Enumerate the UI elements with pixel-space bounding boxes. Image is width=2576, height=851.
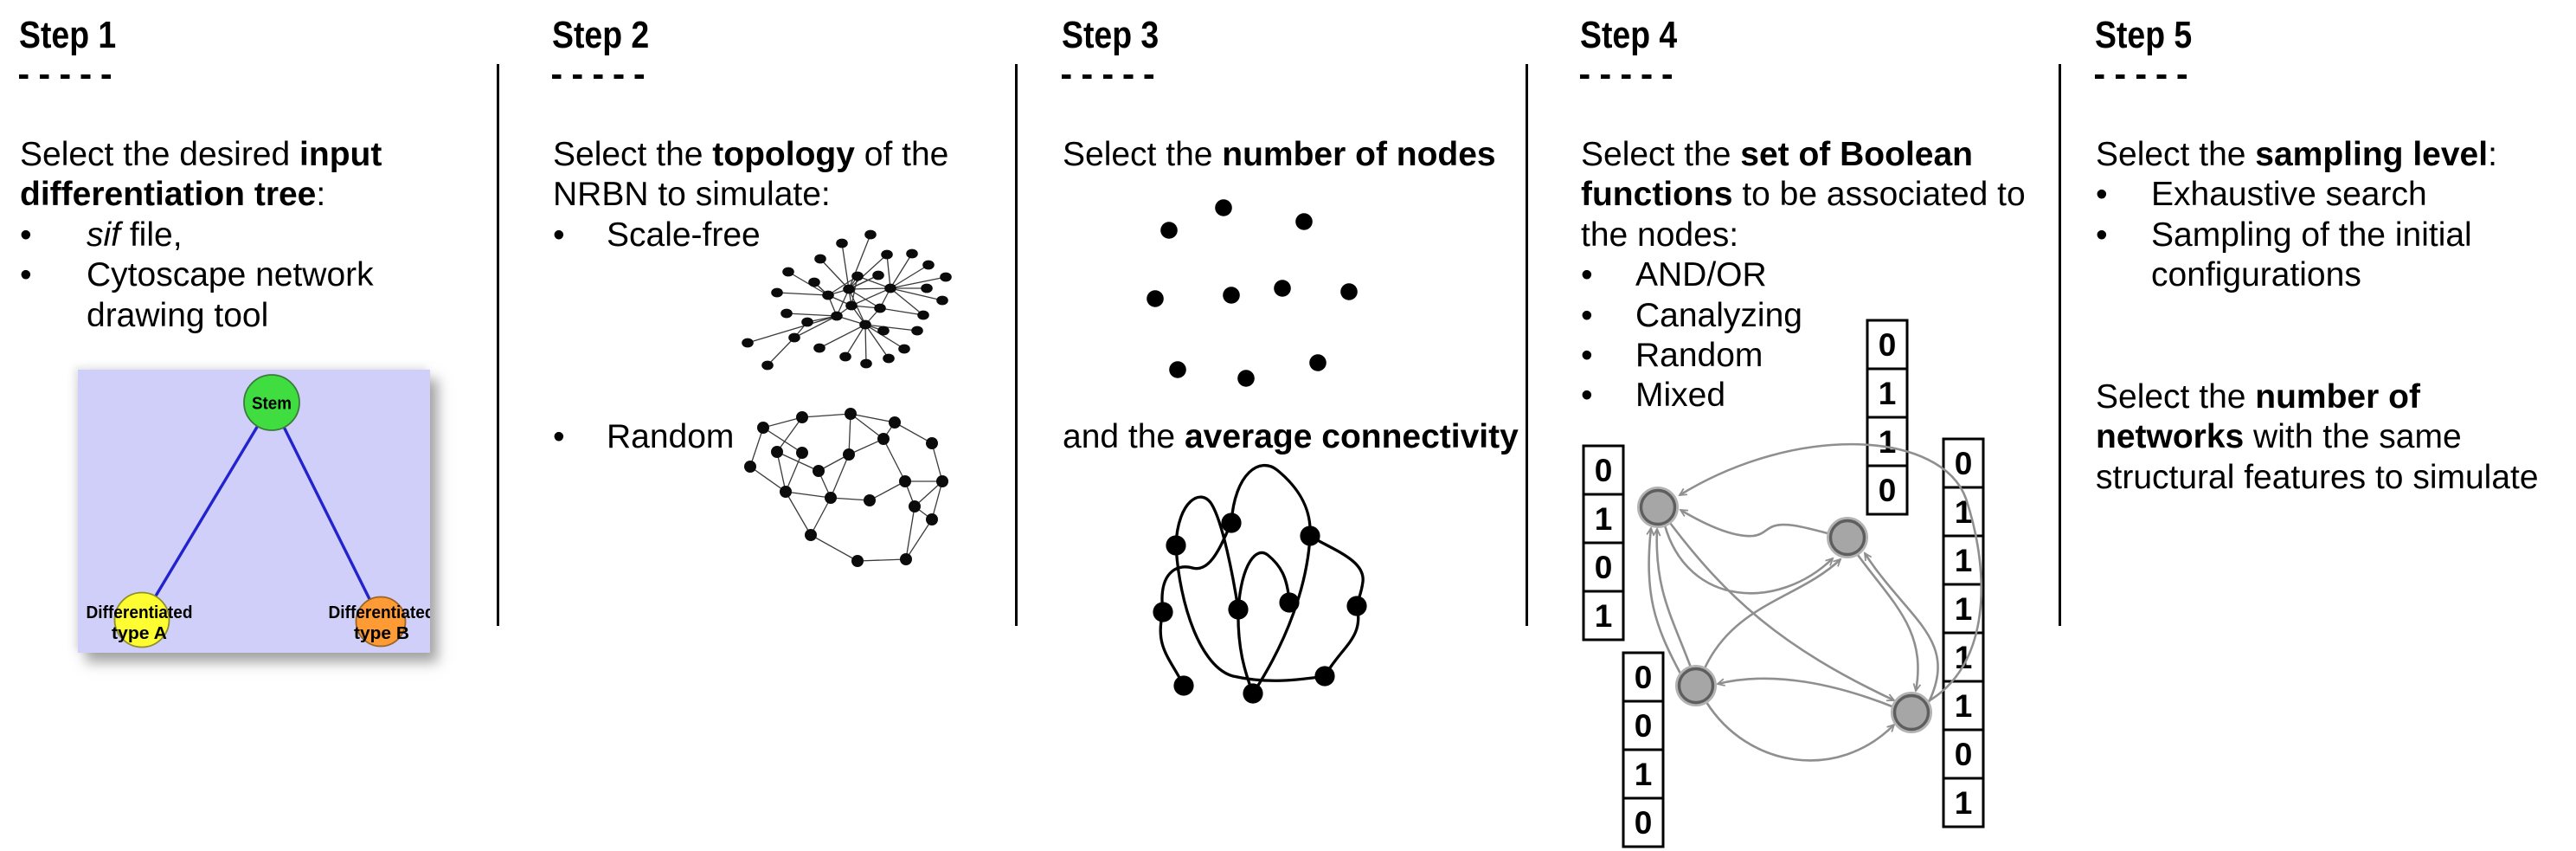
- svg-text:0: 0: [1595, 550, 1613, 585]
- svg-text:type B: type B: [354, 624, 409, 643]
- svg-text:1: 1: [1635, 757, 1653, 792]
- svg-text:0: 0: [1635, 805, 1653, 841]
- svg-text:1: 1: [1955, 640, 1973, 675]
- svg-text:type A: type A: [112, 624, 167, 643]
- svg-text:0: 0: [1879, 327, 1897, 363]
- svg-text:0: 0: [1595, 453, 1613, 488]
- svg-text:1: 1: [1955, 543, 1973, 578]
- svg-text:1: 1: [1879, 424, 1897, 460]
- svg-text:0: 0: [1635, 660, 1653, 695]
- svg-text:0: 0: [1635, 708, 1653, 744]
- svg-text:1: 1: [1595, 501, 1613, 537]
- svg-text:1: 1: [1879, 376, 1897, 411]
- svg-text:1: 1: [1955, 591, 1973, 627]
- svg-text:1: 1: [1955, 688, 1973, 724]
- svg-text:0: 0: [1955, 737, 1973, 772]
- svg-text:Stem: Stem: [252, 395, 292, 414]
- svg-text:0: 0: [1955, 446, 1973, 481]
- svg-text:1: 1: [1595, 598, 1613, 634]
- svg-text:Differentiated: Differentiated: [329, 603, 431, 622]
- svg-text:1: 1: [1955, 785, 1973, 821]
- svg-text:Differentiated: Differentiated: [87, 603, 193, 622]
- svg-text:0: 0: [1879, 473, 1897, 508]
